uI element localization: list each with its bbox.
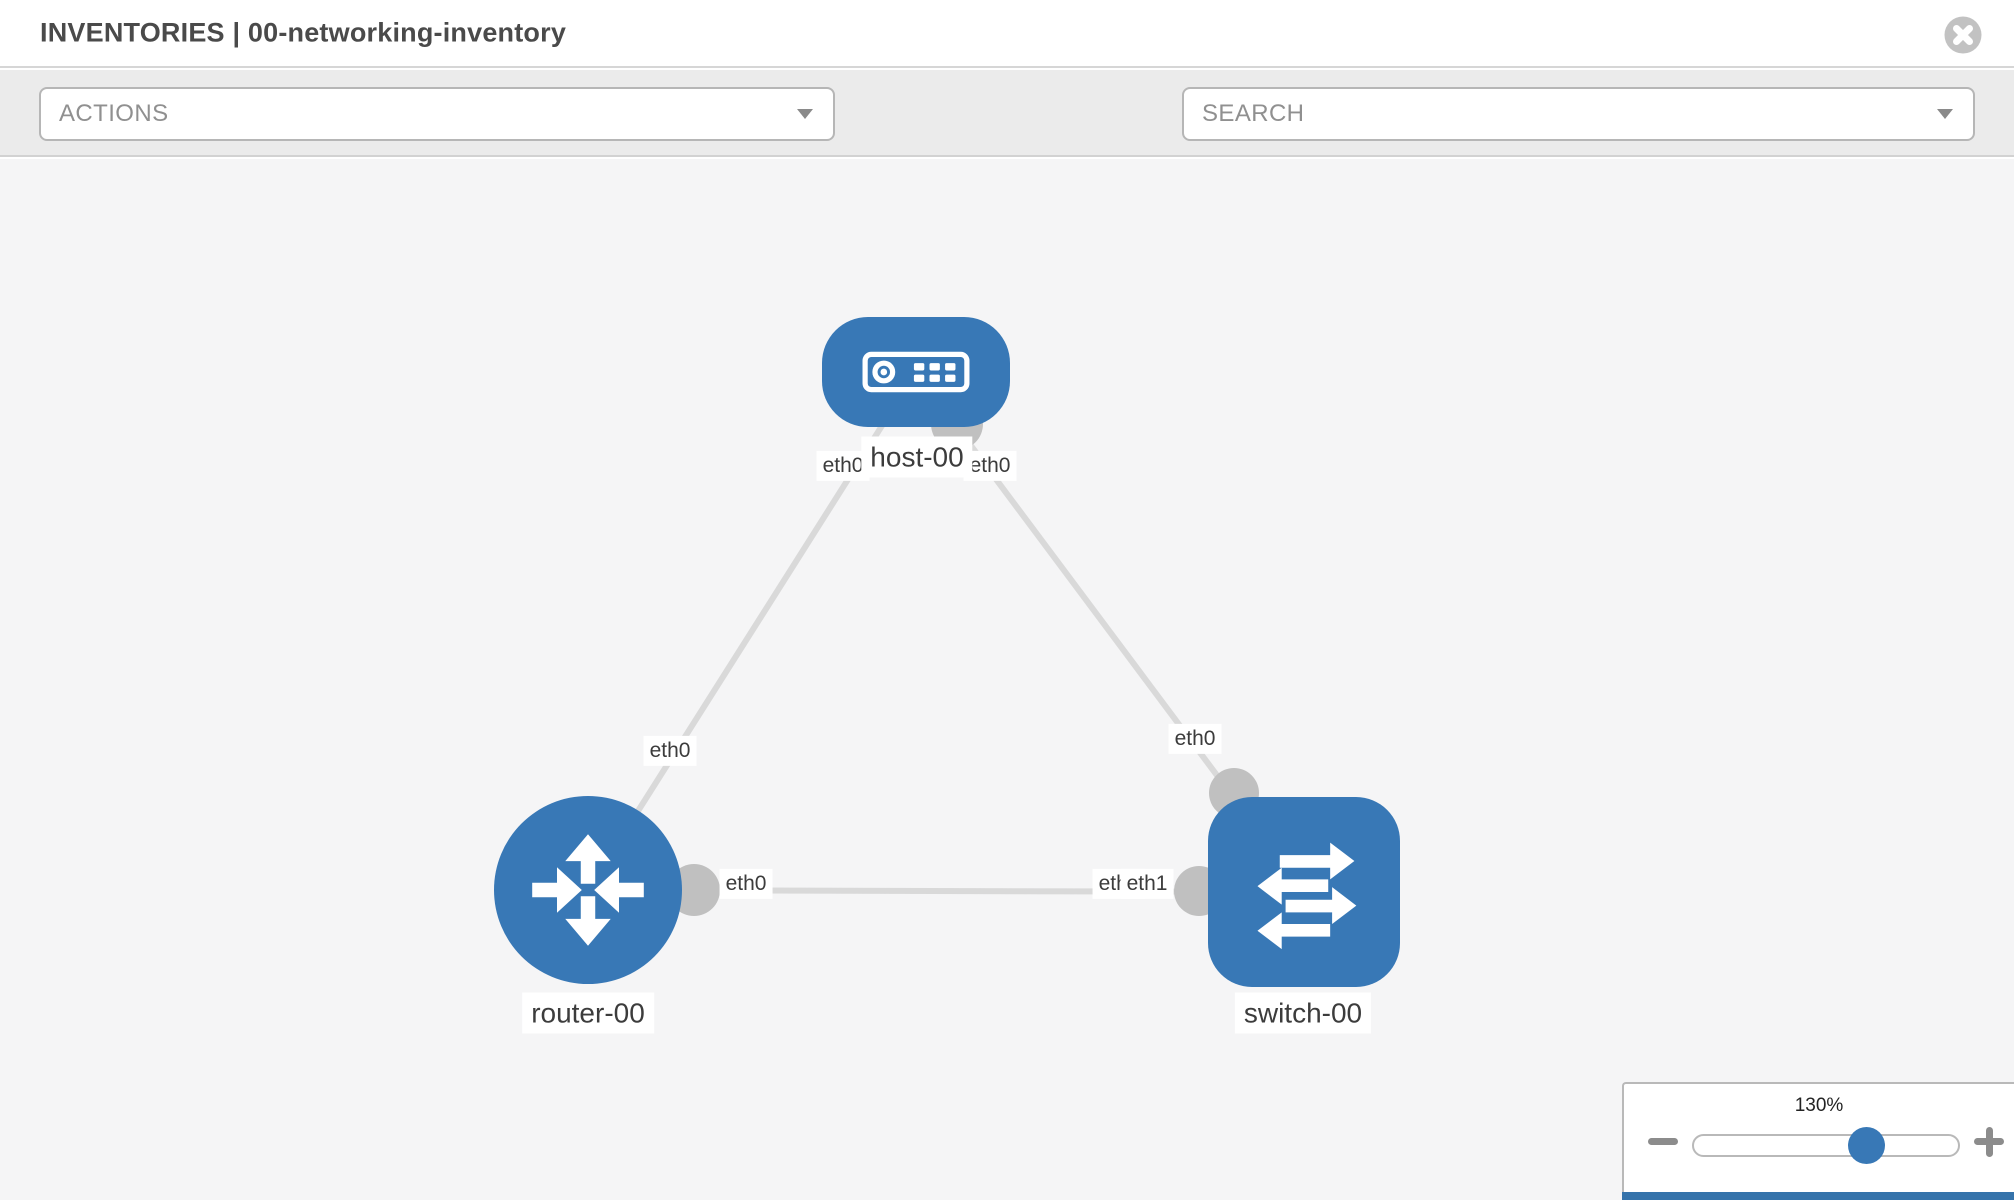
- interface-label: eth0: [719, 868, 773, 900]
- node-host-00[interactable]: [822, 317, 1010, 427]
- node-label: router-00: [522, 992, 654, 1034]
- zoom-in-button[interactable]: [1972, 1124, 2006, 1158]
- minus-icon: [1648, 1138, 1678, 1145]
- actions-dropdown-label: ACTIONS: [59, 100, 169, 127]
- topology-links-svg: [585, 370, 1307, 916]
- actions-dropdown[interactable]: ACTIONS: [39, 87, 835, 141]
- zoom-panel: 130%: [1622, 1082, 2014, 1200]
- page-header: INVENTORIES | 00-networking-inventory: [0, 0, 2014, 68]
- host-icon: [862, 351, 970, 393]
- close-button[interactable]: [1943, 15, 1983, 55]
- bottom-panel-edge: [1622, 1192, 2014, 1200]
- chevron-down-icon: [1937, 108, 1953, 119]
- search-dropdown[interactable]: SEARCH: [1182, 87, 1975, 141]
- search-dropdown-label: SEARCH: [1202, 100, 1305, 127]
- zoom-level-value: 130%: [1794, 1095, 1844, 1116]
- zoom-slider-thumb[interactable]: [1848, 1127, 1885, 1164]
- node-label: host-00: [861, 436, 973, 478]
- node-router-00[interactable]: [494, 796, 682, 984]
- circle-x-icon: [1944, 16, 1982, 54]
- page-title: INVENTORIES | 00-networking-inventory: [40, 17, 567, 48]
- node-label: switch-00: [1234, 992, 1372, 1034]
- interface-label: eth1: [1120, 868, 1174, 900]
- node-switch-00[interactable]: [1208, 797, 1400, 987]
- interface-label: eth0: [816, 450, 870, 482]
- switch-icon: [1257, 842, 1357, 950]
- toolbar: ACTIONS SEARCH: [0, 70, 2014, 204]
- plus-icon-vbar: [1985, 1126, 1993, 1157]
- zoom-out-button[interactable]: [1646, 1124, 1680, 1158]
- interface-label: eth0: [643, 735, 697, 767]
- zoom-slider-track[interactable]: [1692, 1134, 1960, 1157]
- chevron-down-icon: [797, 108, 813, 119]
- interface-label: eth0: [1168, 723, 1222, 755]
- router-icon: [532, 834, 644, 946]
